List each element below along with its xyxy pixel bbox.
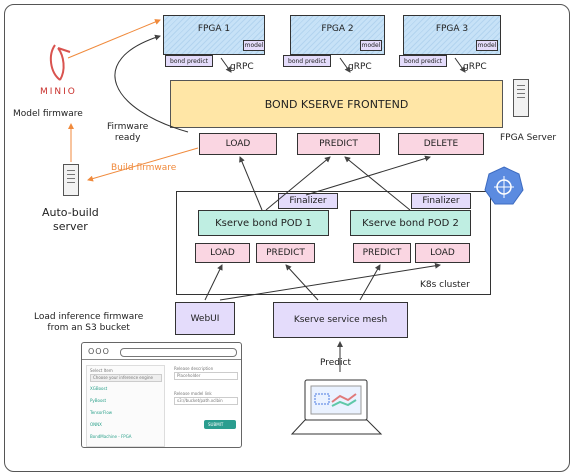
- fpga-model-badge: model: [476, 40, 498, 51]
- pod1-finalizer: Finalizer: [278, 193, 338, 209]
- frontend-delete: DELETE: [398, 133, 484, 155]
- fpga-node-title: FPGA 3: [435, 24, 469, 34]
- server-icon: [513, 79, 529, 117]
- pod2-predict: PREDICT: [353, 243, 411, 263]
- build-firmware-label: Build firmware: [111, 163, 177, 173]
- engine-option[interactable]: BondMachine - FPGA: [90, 434, 132, 439]
- fpga-bond-predict: bond predict: [283, 55, 331, 67]
- predict-label: Predict: [320, 358, 351, 368]
- engine-option[interactable]: PyBoost: [90, 398, 107, 403]
- kserve-bond-pod-2: Kserve bond POD 2: [350, 210, 471, 236]
- autobuild-server-label: Auto-build server: [42, 206, 99, 233]
- field1-input[interactable]: Choose your inference engine: [90, 374, 162, 382]
- pod2-finalizer: Finalizer: [411, 193, 471, 209]
- mock-address-bar: [120, 348, 237, 357]
- load-inference-note: Load inference firmware from an S3 bucke…: [34, 312, 144, 333]
- frontend-load: LOAD: [199, 133, 277, 155]
- mock-left-panel: Select Item Choose your inference engine…: [86, 365, 165, 447]
- fpga-model-badge: model: [243, 40, 265, 51]
- field3-label: Release model link: [174, 391, 212, 396]
- grpc-label: gRPC: [230, 62, 254, 72]
- field2-placeholder: Placeholder: [177, 373, 201, 378]
- frontend-predict: PREDICT: [297, 133, 380, 155]
- grpc-label: gRPC: [348, 62, 372, 72]
- webui: WebUI: [175, 302, 235, 335]
- field2-input[interactable]: Placeholder: [174, 372, 238, 380]
- field1-placeholder: Choose your inference engine: [93, 375, 153, 380]
- engine-option[interactable]: TensorFlow: [90, 410, 113, 415]
- field3-placeholder: s3://bucket/path.xclbin: [177, 398, 223, 403]
- fpga-node-title: FPGA 2: [321, 24, 354, 34]
- fpga-node-title: FPGA 1: [197, 24, 231, 34]
- field3-input[interactable]: s3://bucket/path.xclbin: [174, 397, 238, 405]
- engine-option[interactable]: XGBoost: [90, 386, 108, 391]
- k8s-cluster-label: K8s cluster: [420, 280, 470, 290]
- grpc-label: gRPC: [463, 62, 487, 72]
- pod2-load: LOAD: [415, 243, 470, 263]
- field2-label: Release description: [174, 366, 214, 371]
- model-firmware-label: Model firmware: [13, 109, 83, 119]
- engine-option[interactable]: ONNX: [90, 422, 102, 427]
- submit-label: SUBMIT: [208, 422, 224, 427]
- fpga-model-badge: model: [360, 40, 382, 51]
- webui-mock-window: OOO Select Item Choose your inference en…: [81, 342, 242, 448]
- bond-kserve-frontend: BOND KSERVE FRONTEND: [170, 80, 503, 128]
- mock-window-controls: OOO: [88, 347, 110, 356]
- server-icon: [63, 164, 79, 196]
- submit-button[interactable]: SUBMIT: [204, 420, 236, 429]
- mock-divider: [82, 359, 241, 360]
- fpga-bond-predict: bond predict: [165, 55, 213, 67]
- firmware-ready-label: Firmware ready: [107, 122, 149, 143]
- kserve-service-mesh: Kserve service mesh: [273, 302, 408, 338]
- pod1-load: LOAD: [195, 243, 250, 263]
- fpga-bond-predict: bond predict: [399, 55, 447, 67]
- pod1-predict: PREDICT: [256, 243, 315, 263]
- kserve-bond-pod-1: Kserve bond POD 1: [198, 210, 329, 236]
- field1-label: Select Item: [90, 368, 113, 373]
- minio-logo: MINIO: [40, 87, 77, 97]
- fpga-server-label: FPGA Server: [500, 133, 557, 143]
